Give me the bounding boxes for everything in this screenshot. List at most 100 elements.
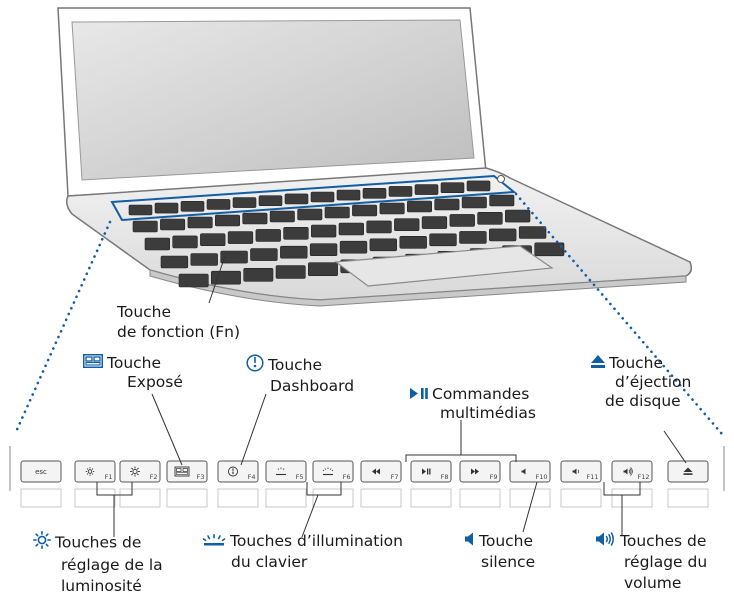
laptop-key: [338, 222, 365, 236]
placeholder-key: [119, 488, 161, 508]
key-f6-fn-label: F6: [343, 473, 351, 481]
laptop-key: [366, 220, 392, 234]
laptop-key: [534, 242, 565, 257]
laptop-key: [336, 189, 361, 201]
laptop-key: [190, 253, 218, 266]
laptop-key: [518, 226, 547, 239]
laptop-key: [160, 255, 189, 269]
laptop-key: [283, 227, 309, 240]
label-brightness-keys: Touches de réglage de la luminosité: [33, 531, 163, 597]
key-f1-fn-label: F1: [105, 473, 113, 481]
key-f9: F9: [459, 460, 501, 483]
laptop-key: [250, 248, 278, 261]
label-media-controls: Commandes multimédias: [410, 385, 536, 423]
laptop-key: [154, 202, 179, 214]
play-pause-icon: [410, 385, 428, 404]
eject-icon: [591, 354, 605, 373]
laptop-trackpad: [334, 245, 554, 287]
mute-icon: [465, 531, 475, 552]
laptop-key: [280, 245, 308, 259]
placeholder-key: [509, 488, 551, 508]
laptop-key: [309, 243, 338, 256]
key-eject: [667, 460, 709, 483]
keyboard-illumination-icon: [202, 531, 226, 552]
laptop-key: [242, 212, 268, 225]
laptop-key: [459, 231, 487, 244]
laptop-key: [489, 194, 515, 207]
placeholder-key: [265, 488, 307, 508]
laptop-key: [310, 224, 337, 238]
laptop-key: [132, 220, 158, 233]
key-f12: F12: [611, 460, 653, 483]
placeholder-key: [410, 488, 452, 508]
laptop-key: [388, 186, 413, 197]
laptop-key: [243, 267, 274, 282]
key-f8-fn-label: F8: [441, 473, 449, 481]
placeholder-key: [459, 488, 501, 508]
key-f11-fn-label: F11: [586, 473, 598, 481]
label-eject-key: Touche d’éjection de disque: [591, 354, 691, 411]
placeholder-key: [312, 488, 354, 508]
laptop-illustration: [57, 7, 693, 307]
laptop-key: [414, 184, 439, 195]
key-f4: F4: [217, 460, 259, 483]
laptop-key: [421, 216, 448, 229]
laptop-key: [172, 235, 198, 249]
volume-icon: [596, 531, 616, 552]
laptop-key: [339, 240, 368, 254]
laptop-key: [488, 228, 517, 242]
placeholder-key: [166, 488, 208, 508]
laptop-key: [307, 262, 338, 277]
placeholder-key: [360, 488, 402, 508]
key-f9-fn-label: F9: [490, 473, 498, 481]
key-f4-fn-label: F4: [248, 473, 256, 481]
key-f1: F1: [74, 460, 116, 483]
label-keyboard-illumination-keys: Touches d’illumination du clavier: [202, 531, 403, 573]
key-f3: F3: [166, 460, 208, 483]
laptop-screen: [71, 19, 475, 181]
laptop-key: [215, 214, 241, 227]
laptop-key: [324, 206, 350, 219]
laptop-key: [284, 193, 309, 205]
key-f7-fn-label: F7: [391, 473, 399, 481]
label-dashboard-key: Touche Dashboard: [246, 354, 354, 396]
placeholder-key: [74, 488, 116, 508]
callout-dotted-lines: [13, 192, 724, 436]
laptop-key: [255, 229, 281, 242]
key-f10: F10: [509, 460, 551, 483]
laptop-key: [429, 233, 457, 247]
laptop-key: [275, 265, 306, 279]
laptop-key: [128, 204, 153, 216]
dashboard-icon: [246, 354, 264, 377]
key-esc: esc: [20, 460, 62, 483]
laptop-key: [352, 204, 378, 217]
key-f10-fn-label: F10: [535, 473, 547, 481]
key-f11: F11: [560, 460, 602, 483]
laptop-key: [200, 233, 226, 246]
laptop-key: [440, 182, 465, 193]
label-mute-key: Touche silence: [465, 531, 535, 573]
key-f5: F5: [265, 460, 307, 483]
key-f5-fn-label: F5: [296, 473, 304, 481]
label-volume-keys: Touches de réglage du volume: [596, 531, 707, 594]
laptop-key: [394, 218, 420, 231]
laptop-key: [160, 218, 186, 231]
key-f2-fn-label: F2: [150, 473, 158, 481]
laptop-key: [297, 208, 323, 221]
laptop-key: [362, 188, 387, 199]
expose-icon: [83, 354, 103, 373]
key-f8: F8: [410, 460, 452, 483]
laptop-key: [258, 195, 283, 206]
placeholder-key: [560, 488, 602, 508]
laptop-key: [379, 202, 405, 215]
laptop-key: [206, 199, 231, 210]
laptop-key: [180, 201, 205, 212]
key-f6: F6: [312, 460, 354, 483]
label-fn-key: Touche de fonction (Fn): [117, 303, 241, 341]
laptop-key: [178, 273, 209, 288]
key-f2: F2: [119, 460, 161, 483]
key-esc-label: esc: [35, 468, 47, 476]
key-f12-fn-label: F12: [637, 473, 649, 481]
